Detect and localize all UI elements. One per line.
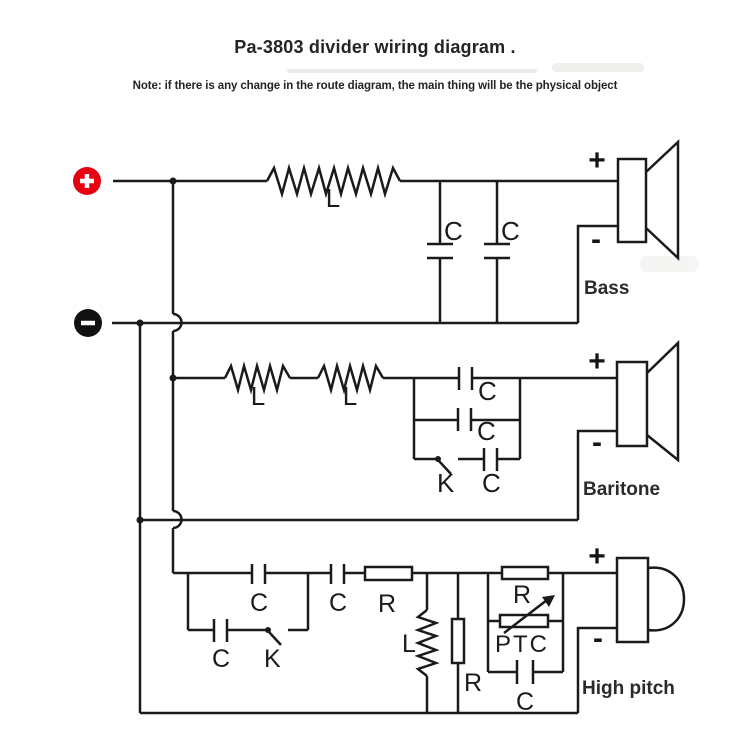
smudge <box>552 63 644 72</box>
series-resistor <box>363 565 414 582</box>
scan-smudges <box>287 63 698 272</box>
capacitor-label: C <box>329 589 347 617</box>
capacitor-label: C <box>478 376 497 406</box>
ptc-block <box>498 565 555 634</box>
bass-name: Bass <box>584 278 629 299</box>
bass-plus-label: + <box>588 144 606 177</box>
inductor-label: L <box>326 183 340 213</box>
baritone-minus-label: - <box>592 426 602 459</box>
shunt-resistor <box>450 617 466 665</box>
baritone-inductor-2 <box>316 361 385 395</box>
speaker-cone <box>646 340 680 463</box>
speaker-dome <box>647 566 686 632</box>
resistor-label: R <box>378 590 396 618</box>
baritone-plus-label: + <box>588 345 606 378</box>
ptc-resistor <box>498 613 550 629</box>
baritone-wires <box>140 367 617 522</box>
high-pitch-name: High pitch <box>582 678 675 699</box>
ptc-arrow-shaft <box>503 599 548 634</box>
capacitor-label: C <box>212 645 230 673</box>
capacitor-label: C <box>477 416 496 446</box>
baritone-inductor-1 <box>223 361 292 395</box>
ptc-top-resistor <box>500 565 550 581</box>
resistor-label: R <box>464 669 482 697</box>
baritone-switch-icon <box>435 456 452 475</box>
smudge <box>640 256 698 272</box>
junction-dot <box>136 319 144 327</box>
negative-terminal <box>74 309 102 337</box>
speaker-body <box>616 157 648 244</box>
inductor-label: L <box>251 381 265 411</box>
bus-wires <box>112 177 578 713</box>
baritone-speaker-icon <box>615 340 680 463</box>
switch-blade <box>268 631 282 646</box>
note-text: Note: if there is any change in the rout… <box>132 80 618 92</box>
plus-icon <box>80 174 94 188</box>
high-plus-label: + <box>588 540 606 573</box>
baritone-name: Baritone <box>583 479 660 500</box>
switch-blade <box>438 460 452 475</box>
capacitor-label: C <box>250 589 268 617</box>
resistor-label: R <box>513 581 531 609</box>
capacitor-label: C <box>482 468 501 498</box>
positive-terminal <box>73 167 101 195</box>
high-pitch-circuit: C C K C R L R R PTC C + - High pitch <box>140 540 686 716</box>
smudge <box>287 69 537 73</box>
bass-wires <box>113 179 618 323</box>
switch-pivot-dot <box>435 456 441 462</box>
speaker-body <box>615 360 649 448</box>
bass-circuit: L C C + - Bass <box>113 139 680 323</box>
baritone-circuit: L L C C K C + - Baritone <box>140 340 680 522</box>
ptc-label: PTC <box>495 631 549 658</box>
capacitor-label: C <box>501 216 520 246</box>
switch-label: K <box>264 645 281 673</box>
ptc-arrow-head <box>542 595 555 607</box>
tweeter-speaker-icon <box>615 556 686 644</box>
high-minus-label: - <box>593 622 603 655</box>
switch-pivot-dot <box>265 627 271 633</box>
capacitor-label: C <box>444 216 463 246</box>
shunt-inductor <box>414 609 440 677</box>
bass-minus-label: - <box>591 223 601 256</box>
page-title: Pa-3803 divider wiring diagram . <box>234 37 516 57</box>
inductor-label: L <box>343 381 357 411</box>
switch-label: K <box>437 468 455 498</box>
speaker-cone <box>645 139 680 261</box>
capacitor-label: C <box>516 688 534 716</box>
inductor-label: L <box>402 630 416 658</box>
high-pitch-wires <box>140 564 617 715</box>
bass-speaker-icon <box>616 139 680 261</box>
high-pitch-switch-icon <box>265 627 282 646</box>
speaker-body <box>615 556 650 644</box>
bass-inductor <box>265 163 402 199</box>
